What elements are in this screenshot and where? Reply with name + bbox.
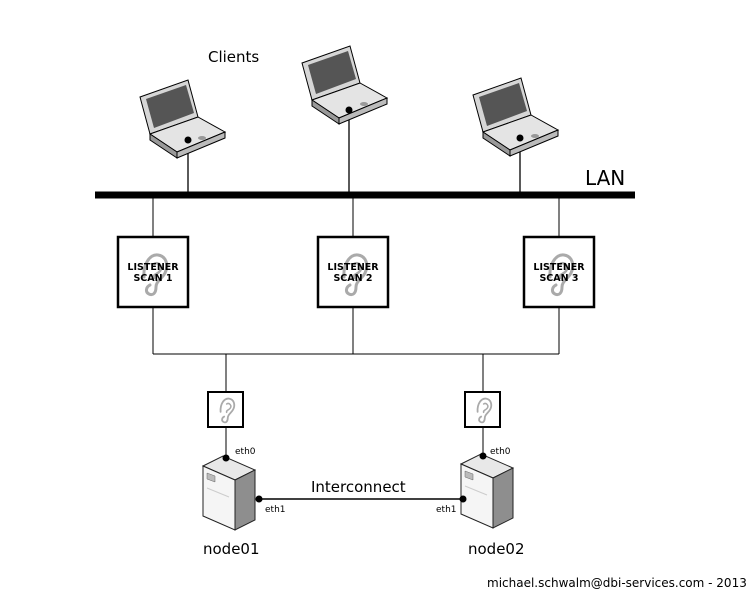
scan-listener-line1: LISTENER	[533, 262, 585, 273]
clients-label: Clients	[208, 48, 260, 66]
scan-listener-line2: SCAN 2	[333, 273, 373, 284]
scan-listener-label: LISTENER SCAN 1	[112, 262, 194, 284]
scan-listener-label: LISTENER SCAN 2	[312, 262, 394, 284]
scan-listener-line2: SCAN 3	[539, 273, 579, 284]
laptop-icon	[139, 79, 226, 159]
node-listener-box	[464, 391, 501, 428]
node01-eth1-label: eth1	[265, 505, 286, 515]
scan-listener-line2: SCAN 1	[133, 273, 173, 284]
node01-eth0-label: eth0	[235, 447, 256, 457]
scan-listener-label: LISTENER SCAN 3	[518, 262, 600, 284]
scan-listener-line1: LISTENER	[327, 262, 379, 273]
node02-name: node02	[468, 540, 525, 558]
node02-eth1-label: eth1	[436, 505, 457, 515]
laptop-icon	[301, 45, 388, 125]
laptop-icon	[472, 77, 559, 157]
node01-name: node01	[203, 540, 260, 558]
footer-credit: michael.schwalm@dbi-services.com - 2013	[487, 576, 747, 590]
server-icon	[202, 455, 256, 531]
node02-eth0-label: eth0	[490, 447, 511, 457]
interconnect-label: Interconnect	[311, 478, 406, 496]
lan-label: LAN	[585, 166, 626, 190]
scan-listener-line1: LISTENER	[127, 262, 179, 273]
server-icon	[460, 453, 514, 529]
